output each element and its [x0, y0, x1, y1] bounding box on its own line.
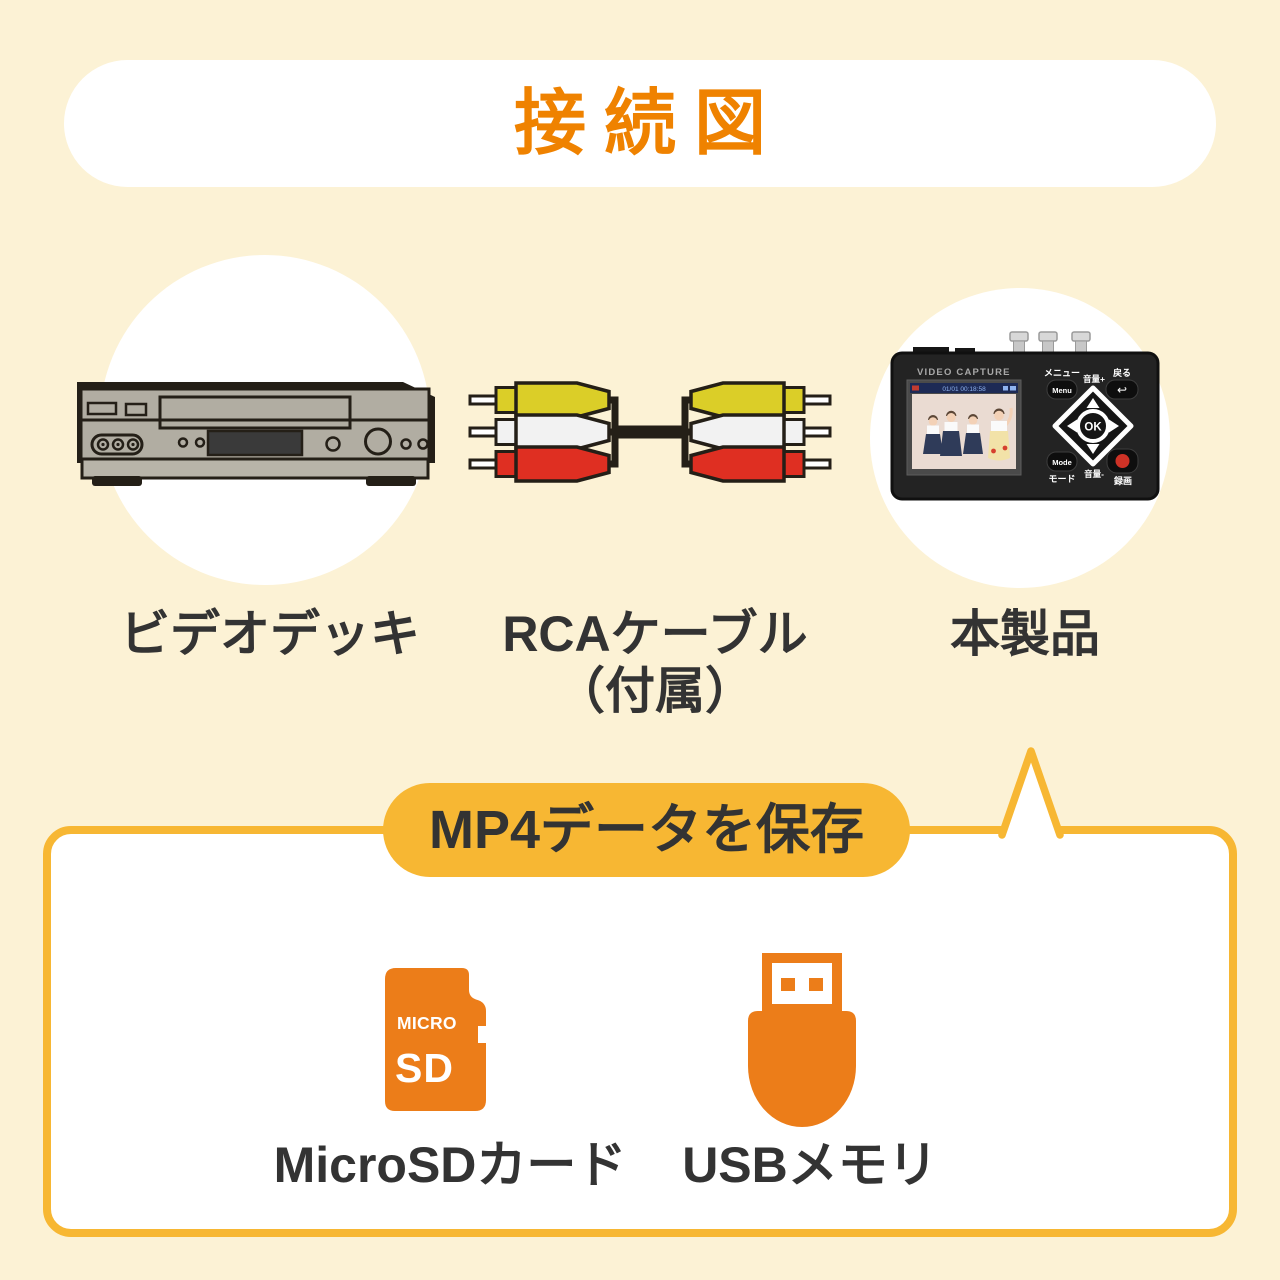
ok-button-label: OK: [1084, 422, 1102, 434]
usb-label: USBメモリ: [682, 1137, 938, 1193]
usb-body: [748, 1011, 856, 1127]
save-banner-text: MP4データを保存: [428, 800, 865, 860]
product-label: 本製品: [950, 606, 1100, 662]
screen-status-bar: [910, 383, 1018, 393]
vcr-av-jacks: [96, 438, 140, 451]
rca-cable-label-line1: RCAケーブル: [502, 606, 808, 662]
rca-plug-yellow-left: [468, 381, 611, 419]
device-top-port-2: [955, 348, 975, 354]
screen-timestamp: 01/01 00:18:58: [942, 386, 986, 393]
rca-cable-icon: [468, 381, 832, 483]
vcr-foot-right: [366, 476, 416, 486]
rca-plug-red-right: [689, 445, 832, 483]
screen-speaker-icon: [1010, 386, 1016, 391]
save-box-pointer-tail: [998, 747, 1064, 839]
rca-wires: [603, 396, 697, 468]
svg-text:Mode: Mode: [1052, 458, 1072, 467]
vcr-button-left: [86, 401, 118, 416]
dpad-right-arrow: [1109, 419, 1119, 433]
vcr-jog-dial: [364, 427, 392, 456]
vcr-indicator-2: [194, 437, 206, 448]
record-dot-icon: [1115, 454, 1130, 468]
rca-plug-yellow-right: [689, 381, 832, 419]
usb-contact-right: [809, 978, 823, 991]
dpad-down-arrow: [1086, 444, 1100, 454]
device-record-button: [1106, 448, 1139, 474]
device-record-label: 録画: [1114, 475, 1132, 486]
device-dpad: OK: [1052, 385, 1134, 467]
rca-cable-label-line2: （付属）: [555, 663, 755, 719]
vcr-icon: [77, 382, 435, 486]
microsd-card-icon: MICRO SD: [385, 968, 486, 1111]
rca-cable-label: RCAケーブル （付属）: [450, 606, 860, 720]
device-menu-label: メニュー: [1044, 368, 1080, 378]
save-banner: MP4データを保存: [383, 783, 910, 877]
svg-text:Menu: Menu: [1052, 386, 1072, 395]
device-back-label: 戻る: [1112, 367, 1131, 378]
vcr-display-window: [206, 429, 304, 457]
title-banner: 接続図: [64, 60, 1216, 187]
usb-contact-left: [781, 978, 795, 991]
vcr-label: ビデオデッキ: [120, 606, 420, 662]
dpad-up-arrow: [1086, 398, 1100, 408]
vcr-indicator-1: [177, 437, 189, 448]
microsd-label: MicroSDカード: [273, 1137, 627, 1193]
rca-plug-white-left: [468, 413, 611, 451]
vcr-button-right: [124, 402, 148, 417]
device-volume-down-label: 音量-: [1084, 469, 1104, 479]
back-arrow-icon: ↩: [1117, 383, 1127, 397]
vcr-cassette-slot: [158, 395, 352, 430]
vcr-small-knob: [325, 436, 341, 452]
device-screen: 01/01 00:18:58: [906, 379, 1022, 476]
device-menu-button: Menu: [1046, 379, 1078, 400]
device-top-port-1: [913, 347, 949, 354]
dpad-left-arrow: [1067, 419, 1077, 433]
device-rca-inputs: [1009, 331, 1091, 354]
screen-rec-badge: [912, 385, 919, 391]
vcr-base-strip: [80, 457, 430, 480]
usb-memory-icon: [748, 953, 856, 1127]
vcr-av-jack-plate: [90, 433, 144, 456]
vcr-foot-left: [92, 476, 142, 486]
device-mode-label: モード: [1048, 474, 1075, 484]
microsd-icon-text-top: MICRO: [397, 1013, 457, 1033]
save-destination-box: [43, 826, 1237, 1237]
page-title: 接続図: [513, 83, 784, 164]
rca-plug-white-right: [689, 413, 832, 451]
screen-battery-icon: [1003, 386, 1008, 391]
device-volume-up-label: 音量+: [1083, 374, 1105, 384]
capture-device-icon: VIDEO CAPTURE 01/01 00:18:58: [890, 331, 1160, 501]
ok-button: [1076, 409, 1110, 443]
device-mode-button: Mode: [1046, 451, 1078, 472]
vcr-knob-1: [400, 438, 412, 450]
vcr-knob-2: [417, 438, 429, 450]
device-back-button: ↩: [1105, 379, 1139, 400]
rca-plug-red-left: [468, 445, 611, 483]
screen-photo-children: [923, 407, 1013, 461]
microsd-icon-text-bottom: SD: [395, 1045, 454, 1091]
device-brand: VIDEO CAPTURE: [917, 367, 1011, 378]
